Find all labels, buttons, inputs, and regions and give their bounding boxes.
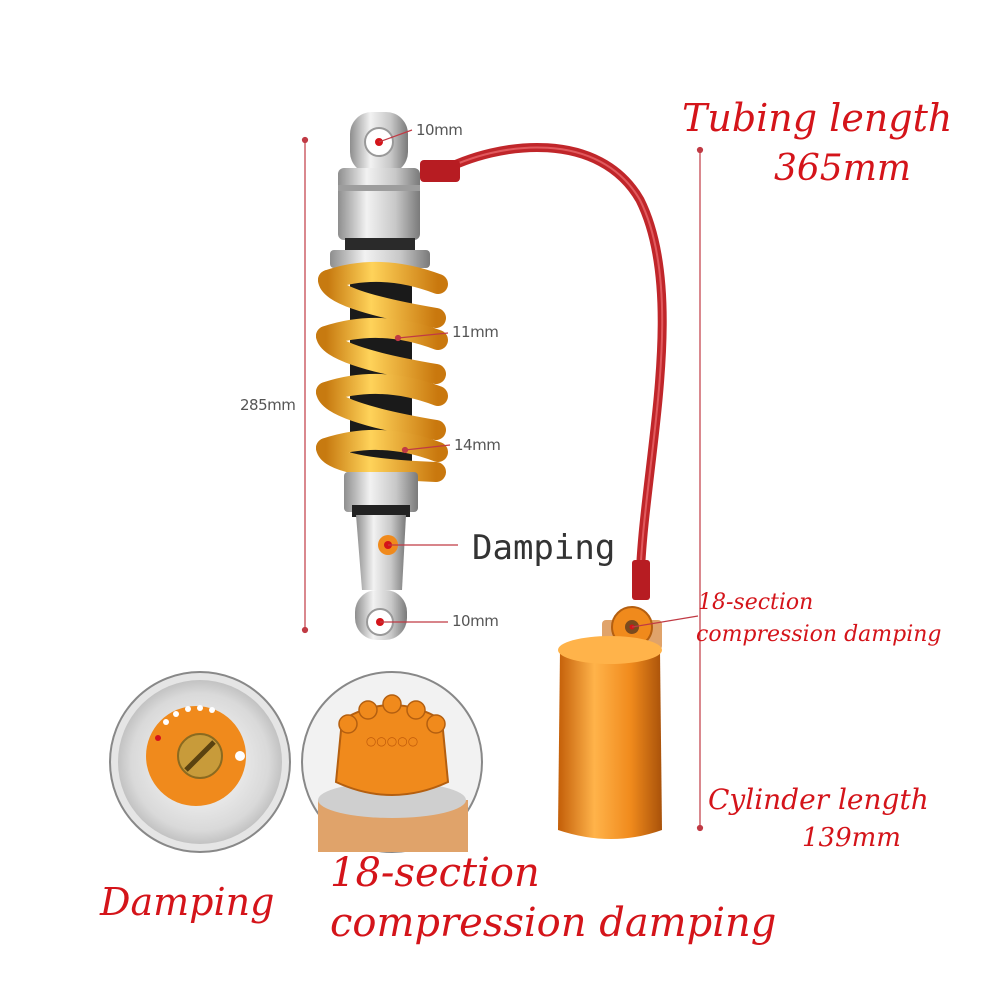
damping-label: Damping xyxy=(472,528,616,568)
reservoir-leader xyxy=(631,615,699,628)
spring-body-dimension: 14mm xyxy=(454,436,501,454)
detail-damping-label: Damping xyxy=(100,880,275,924)
shock-absorber xyxy=(316,112,448,640)
compression-label-line1: 18-section xyxy=(698,590,814,615)
tubing-length-value: 365mm xyxy=(774,148,911,189)
cylinder-length-title: Cylinder length xyxy=(708,783,929,816)
total-length-dimension: 285mm xyxy=(240,396,296,414)
tubing-dimension-line xyxy=(696,146,704,832)
reservoir xyxy=(558,606,662,839)
cylinder-length-value: 139mm xyxy=(802,823,901,853)
svg-text:○○○○○: ○○○○○ xyxy=(366,734,418,748)
bottom-eye-dimension: 10mm xyxy=(452,612,499,630)
compression-label-line2: compression damping xyxy=(696,622,942,647)
leader-lines xyxy=(378,129,458,623)
hose-fitting-top xyxy=(420,160,460,182)
top-eye-dimension: 10mm xyxy=(416,121,463,139)
compression-detail-circle: ○○○○○ xyxy=(301,671,483,853)
damping-detail-circle xyxy=(109,671,291,853)
length-dimension-line xyxy=(301,136,309,634)
hose-fitting-bottom xyxy=(632,560,650,600)
detail-compression-line2: compression damping xyxy=(330,900,777,946)
detail-compression-line1: 18-section xyxy=(330,850,540,896)
tubing-length-title: Tubing length xyxy=(682,96,953,140)
spring-wire-dimension: 11mm xyxy=(452,323,499,341)
hose xyxy=(435,142,667,595)
